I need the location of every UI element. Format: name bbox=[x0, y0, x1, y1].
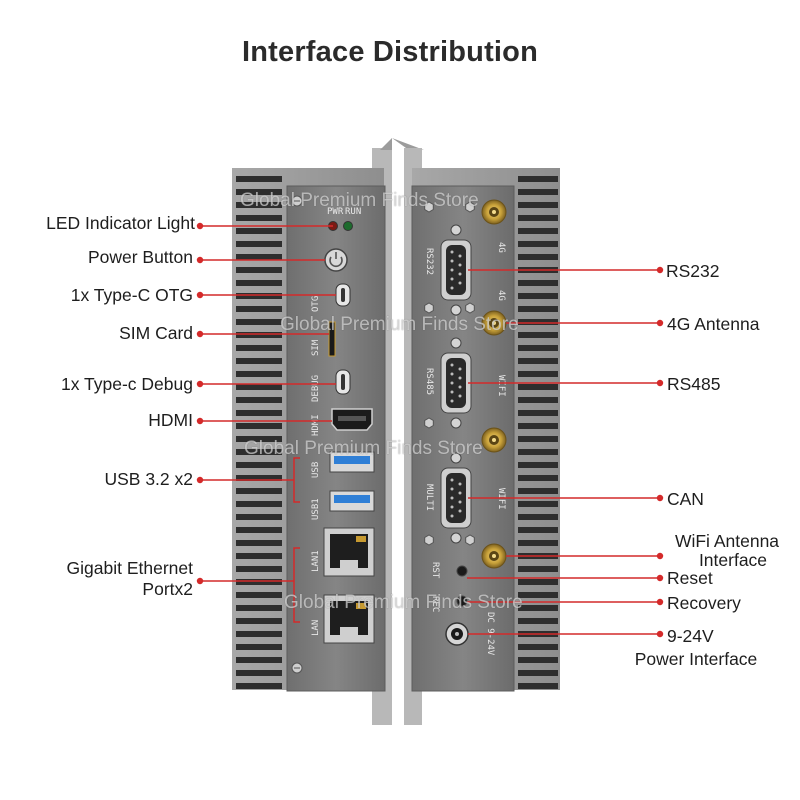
silk-rs232: RS232 bbox=[424, 248, 434, 275]
typec-otg-port-icon[interactable] bbox=[335, 283, 351, 307]
silk-pwr: PWR bbox=[327, 207, 344, 217]
usb-port-icon[interactable] bbox=[329, 490, 375, 512]
ethernet-port-icon[interactable] bbox=[323, 594, 375, 644]
silk-sim: SIM bbox=[311, 339, 321, 356]
label-typec-debug: 1x Type-c Debug bbox=[61, 374, 193, 394]
label-power-interface: Power Interface bbox=[634, 649, 758, 669]
label-ethernet-line1: Gigabit Ethernet bbox=[66, 558, 193, 578]
sim-slot-icon[interactable] bbox=[328, 321, 336, 357]
silk-usb1: USB1 bbox=[311, 498, 321, 520]
silk-usb: USB bbox=[311, 462, 321, 478]
run-led-icon bbox=[343, 221, 353, 231]
silk-4g-a: 4G bbox=[496, 242, 506, 253]
label-led-indicator: LED Indicator Light bbox=[46, 213, 195, 233]
label-wifi-line1: WiFi Antenna bbox=[674, 531, 780, 551]
silk-hdmi: HDMI bbox=[311, 414, 321, 436]
silk-rs485: RS485 bbox=[424, 368, 434, 395]
usb-port-icon[interactable] bbox=[329, 451, 375, 473]
ethernet-port-icon[interactable] bbox=[323, 527, 375, 577]
label-ethernet-line2: Portx2 bbox=[142, 579, 193, 599]
screw-icon bbox=[291, 195, 303, 207]
label-power-button: Power Button bbox=[87, 247, 193, 267]
leader-lines bbox=[196, 222, 664, 638]
label-rs232: RS232 bbox=[666, 261, 720, 281]
antenna-connector-icon[interactable] bbox=[481, 310, 507, 336]
label-sim-card: SIM Card bbox=[119, 323, 193, 343]
silk-rec: REC bbox=[430, 596, 440, 612]
label-rs485: RS485 bbox=[667, 374, 721, 394]
reset-button-icon[interactable] bbox=[456, 565, 468, 577]
silk-rst: RST bbox=[430, 562, 440, 579]
label-recovery: Recovery bbox=[667, 593, 741, 613]
db9-serial-port-icon[interactable] bbox=[440, 337, 472, 429]
power-button-icon[interactable] bbox=[324, 248, 348, 272]
silk-wifi-a: WIFI bbox=[496, 375, 506, 397]
dc-power-jack-icon[interactable] bbox=[445, 622, 469, 646]
silk-4g-b: 4G bbox=[496, 290, 506, 301]
silk-lan: LAN bbox=[311, 620, 321, 636]
right-chassis: 4G 4G WIFI WIFI RS232 RS485 MULTI RST RE… bbox=[392, 138, 560, 725]
page-title: Interface Distribution bbox=[241, 36, 539, 68]
antenna-connector-icon[interactable] bbox=[481, 199, 507, 225]
antenna-connector-icon[interactable] bbox=[481, 543, 507, 569]
db9-serial-port-icon[interactable] bbox=[440, 452, 472, 544]
typec-debug-port-icon[interactable] bbox=[335, 369, 351, 395]
left-chassis: PWR RUN OTG SIM DEBUG HDMI bbox=[232, 138, 392, 725]
label-usb: USB 3.2 x2 bbox=[104, 469, 193, 489]
label-wifi-line2: Interface bbox=[698, 550, 768, 570]
label-4g-antenna: 4G Antenna bbox=[667, 314, 760, 334]
silk-wifi-b: WIFI bbox=[496, 488, 506, 510]
silk-run: RUN bbox=[345, 207, 361, 217]
label-9-24v: 9-24V bbox=[667, 626, 714, 646]
label-hdmi: HDMI bbox=[148, 410, 193, 430]
silk-multi: MULTI bbox=[424, 484, 434, 511]
label-reset: Reset bbox=[667, 568, 713, 588]
recovery-button-icon[interactable] bbox=[456, 595, 468, 607]
label-can: CAN bbox=[667, 489, 704, 509]
screw-icon bbox=[291, 662, 303, 674]
label-typec-otg: 1x Type-C OTG bbox=[70, 285, 193, 305]
silk-debug: DEBUG bbox=[311, 375, 321, 402]
hdmi-port-icon[interactable] bbox=[331, 408, 373, 431]
left-heatsink-fins bbox=[236, 176, 282, 689]
silk-otg: OTG bbox=[311, 296, 321, 312]
silk-lan1: LAN1 bbox=[311, 550, 321, 572]
antenna-connector-icon[interactable] bbox=[481, 427, 507, 453]
